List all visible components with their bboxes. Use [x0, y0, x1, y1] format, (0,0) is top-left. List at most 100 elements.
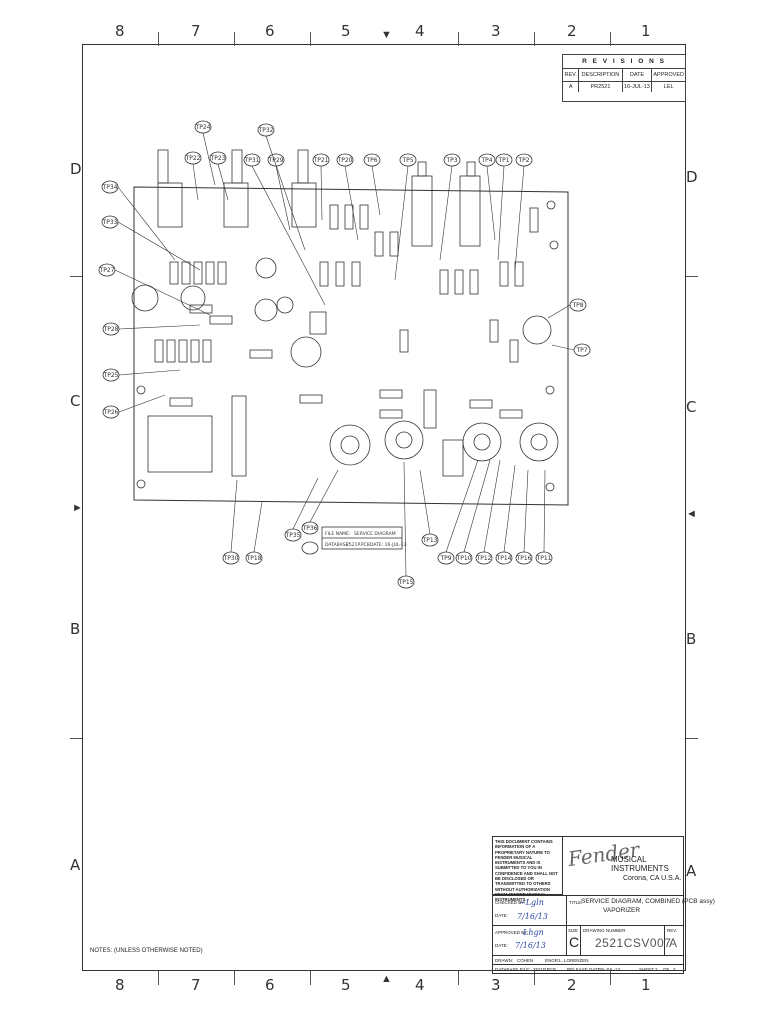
zone-tick-top — [610, 32, 611, 46]
rev-header-rev: REV. — [563, 69, 580, 81]
rev-approved: LEL — [663, 84, 674, 90]
rev-date: 16-JUL-13 — [623, 82, 653, 92]
test-point-label-tp1: TP1 — [497, 157, 509, 164]
test-point-label-tp28: TP28 — [103, 326, 119, 333]
zone-col-top-8: 8 — [115, 22, 125, 40]
rev-cell: REV. A — [665, 925, 683, 955]
engr-label: ENGR: — [545, 958, 560, 963]
test-point-label-tp35: TP35 — [285, 532, 301, 539]
of-label: OF — [663, 967, 670, 972]
test-point-label-tp12: TP12 — [476, 555, 492, 562]
jack-1 — [411, 175, 433, 247]
drawn-row: DRAWN: COHEN ENGR: L. LORENZEN — [493, 955, 683, 965]
tube-socket-2 — [384, 420, 424, 460]
drawing-number: 2521CSV007 — [595, 936, 672, 950]
database-row: DATABASE FILE: 2521P.PCB RELEASE DATE: 1… — [493, 964, 683, 974]
pot-3 — [291, 182, 317, 228]
zone-tick-left — [70, 276, 82, 277]
sheet-value: 2 — [655, 967, 658, 972]
zone-tick-right — [686, 276, 698, 277]
checked-date-signature: 7/16/13 — [517, 912, 548, 921]
test-point-label-tp33: TP33 — [102, 219, 118, 226]
pot-1 — [157, 182, 183, 228]
zone-col-bottom-4: 4 — [415, 976, 425, 994]
database-label: DATABASE FILE: — [495, 967, 531, 972]
test-point-label-tp32: TP32 — [258, 127, 274, 134]
engr-value: L. LORENZEN — [559, 958, 589, 963]
inset-label-file: FILE NAME: — [325, 531, 350, 537]
zone-tick-bottom — [234, 971, 235, 985]
inset-text: FILE NAME: SERVICE DIAGRAM DATABASE: 252… — [325, 531, 407, 548]
test-point-label-tp36: TP36 — [302, 525, 318, 532]
of-value: 2 — [673, 967, 676, 972]
size-value: C — [569, 934, 580, 950]
test-point-label-tp4: TP4 — [480, 157, 492, 164]
zone-tick-top — [234, 32, 235, 46]
approved-date-label: DATE: — [495, 943, 508, 948]
drawn-label: DRAWN: — [495, 958, 514, 963]
drawing-border — [82, 44, 686, 971]
approved-signature: Lhgn — [523, 928, 544, 937]
jack-2 — [459, 175, 481, 247]
drawing-number-cell: DRAWING NUMBER 2521CSV007 — [581, 925, 671, 955]
zone-row-right-C: C — [686, 398, 697, 416]
revisions-title: R E V I S I O N S — [563, 55, 685, 69]
pot-2 — [223, 182, 249, 228]
zone-tick-top — [534, 32, 535, 46]
zone-row-right-B: B — [686, 630, 697, 648]
rev-description: PR2521 — [579, 82, 623, 92]
center-arrow-right: ◄ — [686, 508, 697, 520]
title-block: THIS DOCUMENT CONTAINS INFORMATION OF A … — [492, 836, 715, 974]
revisions-block: R E V I S I O N S REV. DESCRIPTION DATE … — [562, 54, 686, 102]
checked-signature: ~Lgln — [519, 898, 544, 907]
test-point-label-tp23: TP23 — [210, 155, 226, 162]
tube-socket-3 — [462, 422, 502, 462]
zone-tick-bottom — [158, 971, 159, 985]
inset-value-date: DATE: 16-JUL-13 — [370, 542, 407, 548]
zone-col-top-3: 3 — [491, 22, 501, 40]
test-point-label-tp5: TP5 — [401, 157, 413, 164]
company-name: MUSICAL INSTRUMENTS — [611, 855, 669, 873]
test-point-label-tp13: TP13 — [422, 537, 438, 544]
tube-socket-1 — [329, 424, 371, 466]
zone-col-top-5: 5 — [341, 22, 351, 40]
test-point-label-tp27: TP27 — [99, 267, 115, 274]
test-point-label-tp9: TP9 — [439, 555, 451, 562]
zone-col-bottom-6: 6 — [265, 976, 275, 994]
zone-col-top-1: 1 — [641, 22, 651, 40]
release-value: 16-JUL-13 — [599, 967, 621, 972]
drawing-number-label: DRAWING NUMBER — [583, 928, 626, 933]
pcb-outline — [133, 186, 569, 506]
revisions-data-row: A PR2521 16-JUL-13 LEL — [563, 82, 685, 92]
zone-tick-top — [158, 32, 159, 46]
zone-col-bottom-3: 3 — [491, 976, 501, 994]
test-point-label-tp21: TP21 — [313, 157, 329, 164]
rev-label: REV. — [667, 928, 678, 933]
zone-row-right-A: A — [686, 862, 697, 880]
test-point-label-tp24: TP24 — [195, 124, 211, 131]
rev-value: A — [563, 82, 580, 92]
zone-tick-bottom — [310, 971, 311, 985]
proprietary-notice: THIS DOCUMENT CONTAINS INFORMATION OF A … — [493, 837, 563, 902]
test-point-label-tp2: TP2 — [517, 157, 529, 164]
test-point-label-tp7: TP7 — [575, 347, 587, 354]
size-label: SIZE — [568, 928, 579, 933]
zone-col-top-4: 4 — [415, 22, 425, 40]
zone-col-bottom-1: 1 — [641, 976, 651, 994]
test-point-label-tp10: TP10 — [456, 555, 472, 562]
zone-col-bottom-5: 5 — [341, 976, 351, 994]
inset-value-file: SERVICE DIAGRAM — [354, 531, 396, 537]
zone-tick-left — [70, 738, 82, 739]
test-point-label-tp34: TP34 — [102, 184, 118, 191]
notes: NOTES: (UNLESS OTHERWISE NOTED) — [90, 948, 203, 954]
test-point-label-tp6: TP6 — [365, 157, 377, 164]
drawn-value: COHEN — [517, 958, 534, 963]
test-point-label-tp14: TP14 — [496, 555, 512, 562]
approved-cell: APPROVED BY: DATE: Lhgn 7/16/13 — [493, 925, 567, 955]
rev-header-description: DESCRIPTION — [579, 69, 623, 81]
zone-col-top-2: 2 — [567, 22, 577, 40]
leader-lines — [114, 132, 575, 577]
zone-row-left-A: A — [70, 856, 81, 874]
